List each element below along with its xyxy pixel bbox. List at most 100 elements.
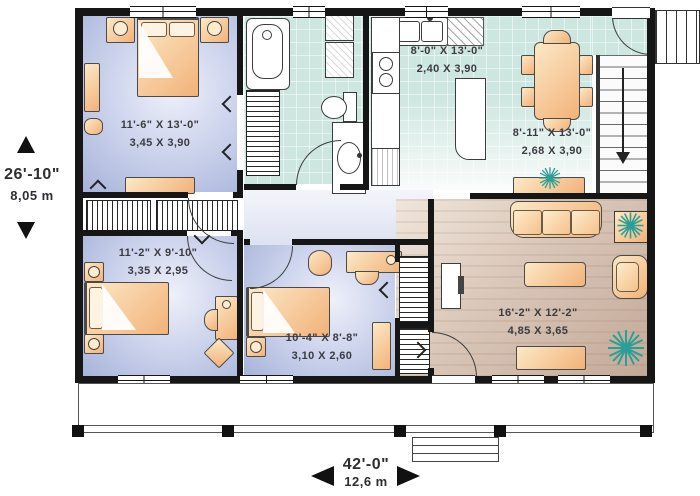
wall xyxy=(75,8,130,16)
living-size-m: 4,85 X 3,65 xyxy=(507,324,569,337)
sofa-cushion xyxy=(571,210,600,235)
dining-chair xyxy=(521,55,535,75)
porch-post xyxy=(394,425,406,437)
kitchen-corner-counter xyxy=(447,17,484,46)
kitchen-island xyxy=(455,78,486,160)
bathroom-faucet xyxy=(357,153,362,158)
wall xyxy=(428,199,434,332)
stove-burner xyxy=(379,73,393,87)
master-bedroom-size-m: 3,45 X 3,90 xyxy=(129,136,191,149)
wall xyxy=(237,170,243,192)
bathtub-basin xyxy=(252,24,283,79)
armchair-cushion xyxy=(616,262,639,292)
bathtub-drain xyxy=(262,30,272,40)
living-label: 16'-2" X 12'-2" 4,85 X 3,65 xyxy=(473,305,603,340)
kitchen-label: 8'-0" X 13'-0" 2,40 X 3,90 xyxy=(382,43,512,78)
dimension-arrow-left-icon xyxy=(311,466,334,486)
height-feet: 26'-10" xyxy=(4,166,60,183)
dining-label: 8'-11" X 13'-0" 2,68 X 3,90 xyxy=(487,125,617,160)
linen-closet xyxy=(246,90,280,176)
wall xyxy=(399,322,428,328)
window xyxy=(130,6,196,18)
wall xyxy=(363,16,369,184)
bedroom2-chair xyxy=(204,309,218,331)
dining-chair xyxy=(579,55,593,75)
wall xyxy=(75,8,83,383)
entry-closet xyxy=(399,328,430,374)
bedroom3-label: 10'-4" X 8'-8" 3,10 X 2,60 xyxy=(257,330,387,365)
bedroom2-lamp xyxy=(88,266,100,278)
closet xyxy=(86,200,151,231)
wall xyxy=(448,8,522,16)
wall xyxy=(395,318,400,376)
bedroom3-chair xyxy=(355,271,379,285)
refrigerator xyxy=(371,148,400,186)
sofa-cushion xyxy=(542,210,571,235)
bedroom3-closet xyxy=(399,256,430,322)
porch xyxy=(78,383,654,433)
bedroom2-label: 11'-2" X 9'-10" 3,35 X 2,95 xyxy=(93,245,223,280)
toilet-bowl xyxy=(321,96,347,119)
wall xyxy=(475,376,492,383)
bedroom3-pillow xyxy=(251,292,264,331)
wall xyxy=(395,245,400,262)
wall xyxy=(647,8,655,383)
master-lamp xyxy=(113,21,128,36)
width-meters: 12,6 m xyxy=(344,474,388,489)
width-dimension: 42'-0" 12,6 m xyxy=(336,456,396,489)
plant-icon xyxy=(539,167,561,189)
wall xyxy=(340,184,369,190)
porch-steps xyxy=(412,437,499,462)
bedroom2-size-ft: 11'-2" X 9'-10" xyxy=(118,247,198,259)
width-feet: 42'-0" xyxy=(342,456,390,473)
wall xyxy=(83,230,187,236)
dining-size-m: 2,68 X 3,90 xyxy=(521,144,583,157)
master-bedroom-label: 11'-6" X 13'-0" 3,45 X 3,90 xyxy=(95,117,225,152)
dining-table xyxy=(534,42,580,120)
porch-post xyxy=(222,425,234,437)
bedroom2-lamp xyxy=(88,338,100,350)
side-entry-stoop xyxy=(655,10,700,64)
kitchen-sink-basin xyxy=(421,21,443,42)
wall xyxy=(428,368,434,376)
dryer xyxy=(325,42,354,78)
wall xyxy=(470,193,647,199)
dining-size-ft: 8'-11" X 13'-0" xyxy=(512,127,592,139)
height-meters: 8,05 m xyxy=(10,188,54,203)
dining-chair xyxy=(543,118,571,132)
bedroom2-pillow xyxy=(89,287,103,329)
bedroom3-hamper xyxy=(308,250,332,276)
porch-post xyxy=(494,425,506,437)
wall xyxy=(292,239,434,245)
porch-post xyxy=(72,425,84,437)
side-entry-threshold xyxy=(612,7,650,19)
window xyxy=(293,6,325,18)
dimension-arrow-up-icon xyxy=(17,136,35,153)
wall xyxy=(170,376,240,383)
kitchen-faucet xyxy=(427,15,433,21)
wall xyxy=(544,376,558,383)
wall xyxy=(237,236,243,376)
wall xyxy=(244,184,296,190)
sofa-cushion xyxy=(513,210,542,235)
stair-down-arrow-icon xyxy=(616,152,630,164)
wall xyxy=(580,8,612,16)
kitchen-sink-basin xyxy=(398,21,420,42)
master-lamp xyxy=(207,21,222,36)
wall xyxy=(231,230,243,236)
wall xyxy=(293,376,432,383)
living-size-ft: 16'-2" X 12'-2" xyxy=(498,307,578,319)
kitchen-size-ft: 8'-0" X 13'-0" xyxy=(410,45,484,57)
height-dimension: 26'-10" 8,05 m xyxy=(0,166,64,203)
master-bench xyxy=(84,63,100,112)
window xyxy=(522,6,580,18)
wall xyxy=(325,8,405,16)
kitchen-size-m: 2,40 X 3,90 xyxy=(416,62,478,75)
master-bed-pillow xyxy=(169,22,195,37)
stair-rail xyxy=(596,55,600,193)
bedroom3-lamp xyxy=(250,341,262,353)
dimension-arrow-right-icon xyxy=(397,466,420,486)
coffee-table xyxy=(524,262,586,287)
bedroom2-size-m: 3,35 X 2,95 xyxy=(127,264,189,277)
